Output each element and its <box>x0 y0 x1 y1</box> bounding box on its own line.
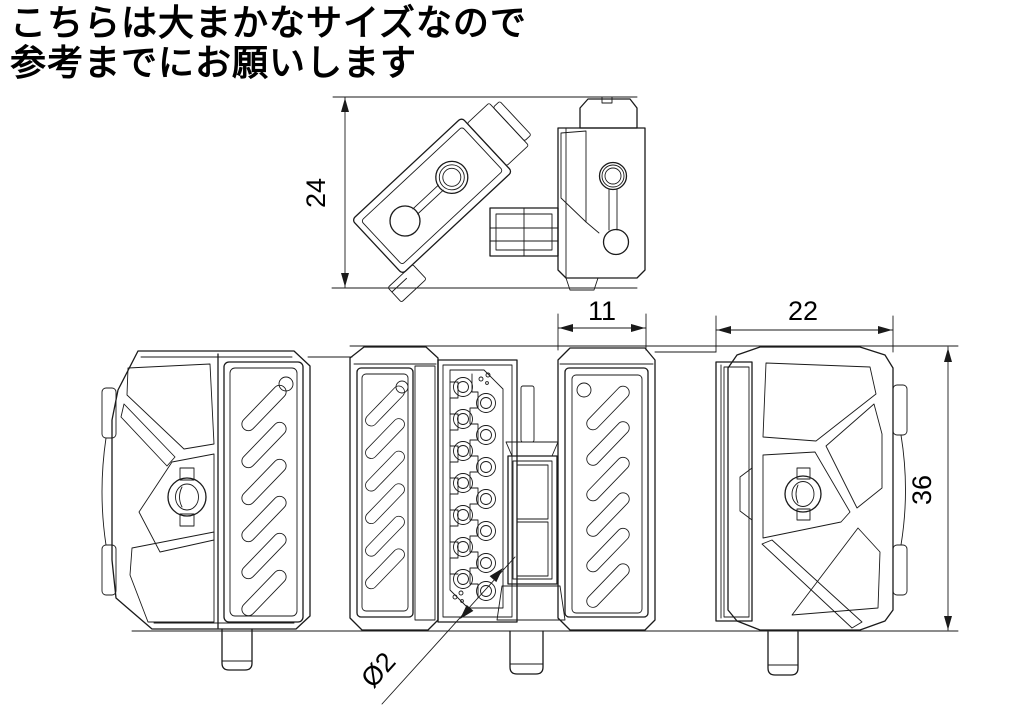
side-panel <box>715 361 753 622</box>
left-side-view <box>101 350 311 671</box>
top-view-connector <box>489 207 559 257</box>
panel-top <box>762 362 877 442</box>
front-assembly <box>101 345 959 676</box>
panel-top <box>126 363 215 450</box>
panel-bottom <box>129 531 215 623</box>
dim-label-36: 36 <box>907 475 937 505</box>
title-line-2: 参考までにお願いします <box>10 41 418 84</box>
mount-tab-center <box>509 630 544 675</box>
right-flange <box>892 384 908 596</box>
latch-column <box>496 385 566 621</box>
dim-label-hole-diameter: Ø2 <box>355 647 401 694</box>
top-view-vertical-part <box>557 96 646 291</box>
dimension-24: 24 <box>301 96 638 289</box>
panel-center <box>138 453 215 553</box>
dim-label-24: 24 <box>301 178 331 208</box>
dim-label-22: 22 <box>788 296 818 326</box>
pin-holes <box>453 377 496 601</box>
panel-center <box>762 451 851 539</box>
title-line-1: こちらは大まかなサイズなので <box>10 2 527 44</box>
dimension-22: 22 <box>715 296 894 353</box>
mount-tab-left <box>221 628 253 671</box>
title-note: こちらは大まかなサイズなので 参考までにお願いします <box>10 2 527 84</box>
mount-tab-right <box>767 631 799 676</box>
keyhole-feature <box>784 467 822 521</box>
front-view <box>349 346 656 675</box>
left-flange <box>101 387 117 596</box>
pin-connector-block <box>437 359 518 623</box>
dim-label-11: 11 <box>588 296 616 326</box>
dimension-11: 11 <box>557 296 647 351</box>
top-view-rotated-part <box>352 101 531 302</box>
index-dots <box>452 372 491 603</box>
dimension-36: 36 <box>907 346 952 631</box>
panel-band <box>120 403 176 467</box>
keyhole-feature <box>167 467 207 527</box>
panel-diagonal-band <box>761 539 863 629</box>
dimension-annotations: 11 22 36 Ø2 <box>355 296 952 705</box>
vent-panel-front-right <box>564 367 649 618</box>
vent-panel-front-left <box>356 365 436 621</box>
vent-panel-left-view <box>217 353 304 629</box>
right-side-view <box>715 346 908 676</box>
top-view: 24 <box>301 96 646 302</box>
panel-bottom <box>791 527 881 616</box>
panel-upper-right <box>825 403 883 509</box>
